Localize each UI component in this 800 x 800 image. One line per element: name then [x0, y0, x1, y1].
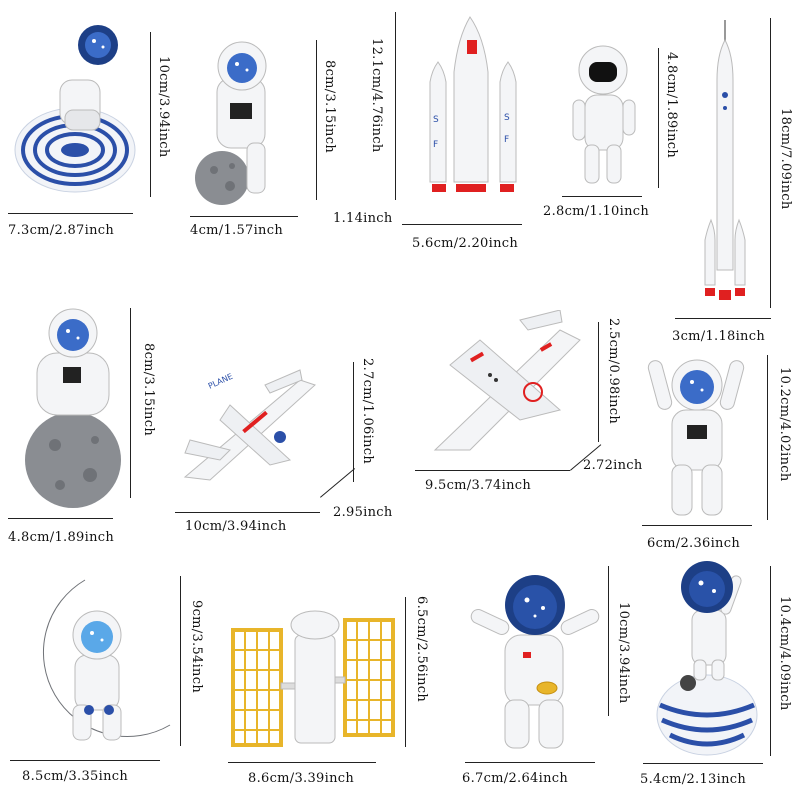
space-plane-figure: PLANE: [183, 369, 316, 481]
width-label: 8.6cm/3.39inch: [248, 771, 354, 786]
astronaut-sitting-on-moon-figure: [25, 308, 121, 508]
height-label: 10.2cm/4.02inch: [777, 367, 792, 482]
astronaut-on-saturn-rings-figure: [14, 25, 136, 193]
rocket-letters: S: [433, 115, 439, 125]
svg-text:S: S: [504, 113, 510, 123]
svg-text:F: F: [504, 135, 509, 145]
space-shuttle-rocket-figure: S S F F: [429, 16, 517, 192]
width-label: 5.4cm/2.13inch: [640, 772, 746, 787]
space-jet-figure: [433, 310, 581, 451]
width-label: 3cm/1.18inch: [672, 329, 765, 344]
height-label: 2.7cm/1.06inch: [360, 358, 375, 464]
tall-rocket-figure: [704, 20, 746, 300]
astronaut-kicking-moon-figure: [195, 41, 267, 205]
astronaut-waving-figure: [470, 575, 600, 749]
height-label: 10cm/3.94inch: [156, 56, 171, 158]
plane-text: PLANE: [207, 372, 234, 391]
height-label: 10.4cm/4.09inch: [777, 596, 792, 711]
width-label: 7.3cm/2.87inch: [8, 223, 114, 238]
width-label: 10cm/3.94inch: [185, 519, 287, 534]
depth-label: 2.72inch: [583, 458, 643, 473]
height-label: 8cm/3.15inch: [322, 60, 337, 153]
width-label: 8.5cm/3.35inch: [22, 769, 128, 784]
width-label: 6cm/2.36inch: [647, 536, 740, 551]
space-satellite-figure: [231, 610, 395, 747]
height-label: 8cm/3.15inch: [141, 343, 156, 436]
height-label: 6.5cm/2.56inch: [414, 596, 429, 702]
astronaut-arms-up-figure: [647, 359, 745, 516]
height-label: 12.1cm/4.76inch: [369, 38, 384, 153]
height-label: 9cm/3.54inch: [189, 600, 204, 693]
astronaut-on-planet-ball-figure: [656, 561, 758, 756]
height-label: 18cm/7.09inch: [778, 108, 793, 210]
height-label: 2.5cm/0.98inch: [606, 318, 621, 424]
depth-label: 2.95inch: [333, 505, 393, 520]
width-label: 4cm/1.57inch: [190, 223, 283, 238]
small-astronaut-figure: [572, 45, 636, 184]
width-label: 9.5cm/3.74inch: [425, 478, 531, 493]
width-label: 6.7cm/2.64inch: [462, 771, 568, 786]
height-label: 10cm/3.94inch: [616, 602, 631, 704]
width-label: 5.6cm/2.20inch: [412, 236, 518, 251]
astronaut-on-crescent-moon-figure: [43, 579, 171, 741]
height-label: 4.8cm/1.89inch: [664, 52, 679, 158]
width-label: 2.8cm/1.10inch: [543, 204, 649, 219]
svg-text:F: F: [433, 140, 438, 150]
depth-label: 1.14inch: [333, 211, 393, 226]
width-label: 4.8cm/1.89inch: [8, 530, 114, 545]
